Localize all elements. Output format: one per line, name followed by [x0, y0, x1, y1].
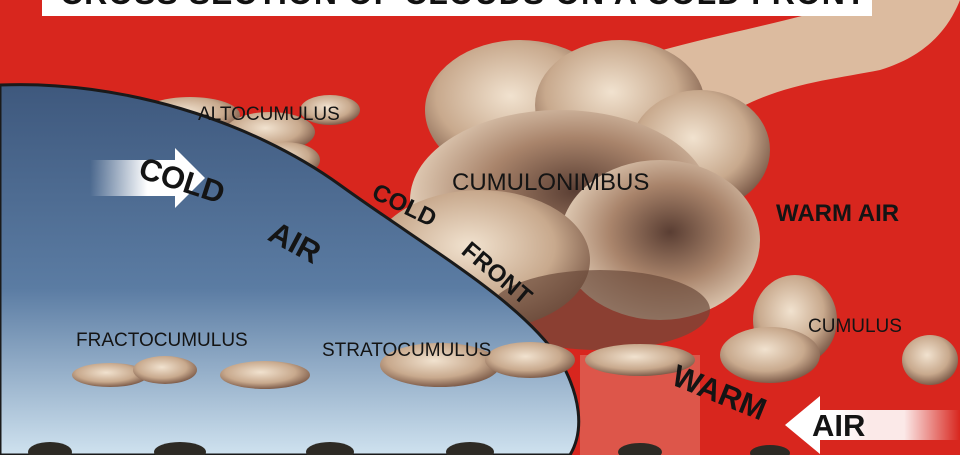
- stratocumulus-label: STRATOCUMULUS: [322, 340, 491, 362]
- cumulus-label: CUMULUS: [808, 316, 902, 338]
- title-banner: CROSS SECTION OF CLOUDS ON A COLD FRONT: [42, 0, 872, 16]
- fractocumulus-label: FRACTOCUMULUS: [76, 330, 248, 352]
- altocumulus-label: ALTOCUMULUS: [198, 104, 340, 126]
- cumulonimbus-label: CUMULONIMBUS: [452, 169, 649, 197]
- warm-air-label-bottom-line2: AIR: [812, 408, 865, 444]
- diagram-title: CROSS SECTION OF CLOUDS ON A COLD FRONT: [60, 0, 866, 12]
- warm-air-label-top: WARM AIR: [776, 200, 899, 228]
